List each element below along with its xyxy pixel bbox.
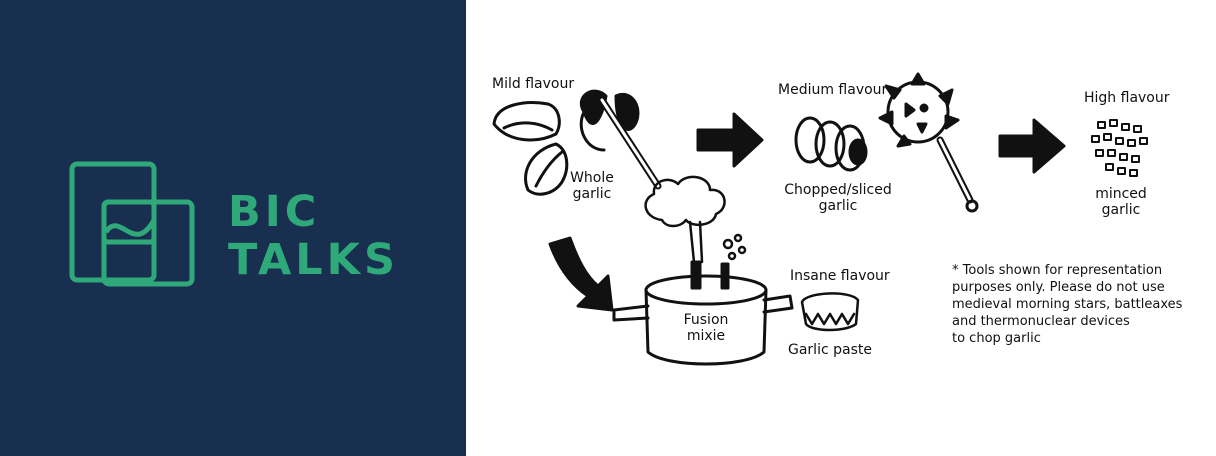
battle-axe-icon: [579, 89, 662, 190]
minced-garlic-line-1: minced: [1095, 186, 1147, 202]
disclaimer-note: * Tools shown for representation purpose…: [952, 262, 1202, 347]
paste-bowl-icon: [800, 292, 860, 332]
whole-garlic-line-1: Whole: [570, 170, 614, 186]
minced-garlic-icon: [1091, 119, 1148, 177]
note-line: medieval morning stars, battleaxes: [952, 297, 1183, 312]
morning-star-icon: [878, 72, 979, 213]
minced-garlic-line-2: garlic: [1101, 202, 1141, 218]
arrow-right-icon: [696, 112, 764, 168]
brand-line-2: TALKS: [228, 235, 399, 285]
note-line: purposes only. Please do not use: [952, 280, 1165, 295]
fusion-mixie-line-1: Fusion: [683, 312, 729, 328]
chopped-garlic-line-1: Chopped/sliced: [784, 182, 892, 198]
garlic-clove-icon: [524, 142, 569, 196]
garlic-paste-label: Garlic paste: [788, 342, 872, 358]
mild-flavour-label: Mild flavour: [492, 76, 575, 92]
curved-arrow-icon: [548, 236, 614, 312]
high-flavour-label: High flavour: [1084, 90, 1170, 106]
mixie-pot-icon: [612, 260, 794, 366]
note-line: to chop garlic: [952, 331, 1041, 346]
note-line: and thermonuclear devices: [952, 314, 1130, 329]
mushroom-cloud-icon: [644, 175, 747, 264]
minced-garlic-label: minced garlic: [1086, 186, 1156, 218]
fusion-mixie-line-2: mixie: [686, 328, 726, 344]
overlapping-squares-logo-icon: [69, 161, 195, 287]
brand-wordmark: BIC TALKS: [228, 188, 399, 284]
sliced-garlic-icon: [794, 116, 868, 172]
brand-panel: BIC TALKS: [0, 0, 466, 456]
whole-garlic-label: Whole garlic: [562, 170, 622, 202]
note-line: * Tools shown for representation: [952, 263, 1163, 278]
medium-flavour-label: Medium flavour: [778, 82, 888, 98]
fusion-mixie-label: Fusion mixie: [676, 312, 736, 344]
chopped-garlic-label: Chopped/sliced garlic: [778, 182, 898, 214]
whole-garlic-line-2: garlic: [572, 186, 612, 202]
garlic-clove-icon: [492, 101, 561, 142]
chopped-garlic-line-2: garlic: [818, 198, 858, 214]
garlic-diagram: Mild flavour Whole garlic Medium flavour…: [466, 0, 1216, 456]
arrow-right-icon: [998, 118, 1066, 174]
brand-line-1: BIC: [228, 187, 321, 237]
garlic-sketch-drawing: [492, 72, 1148, 366]
insane-flavour-label: Insane flavour: [790, 268, 890, 284]
